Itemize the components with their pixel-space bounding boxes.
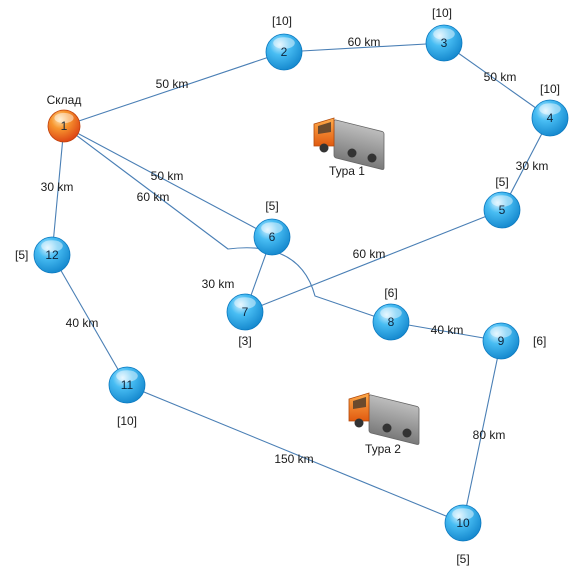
node-number: 9 xyxy=(498,334,505,348)
node-6: 6 xyxy=(253,218,291,256)
node-8: 8 xyxy=(372,303,410,341)
demand-label-9: [6] xyxy=(533,334,546,348)
edge-label-5-7: 60 km xyxy=(353,247,386,261)
edge-9-10 xyxy=(462,340,502,524)
edge-label-8-9: 40 km xyxy=(431,323,464,337)
node-circle xyxy=(372,303,410,341)
demand-label-7: [3] xyxy=(238,334,251,348)
depot-node: 1 xyxy=(47,109,81,143)
node-circle xyxy=(108,366,146,404)
tour-1-label: Тура 1 xyxy=(329,164,365,178)
node-number: 5 xyxy=(499,203,506,217)
demand-label-6: [5] xyxy=(265,199,278,213)
node-circle xyxy=(253,218,291,256)
edge-8-9 xyxy=(390,321,502,342)
node-number: 3 xyxy=(441,36,448,50)
node-circle xyxy=(482,322,520,360)
node-circle xyxy=(265,33,303,71)
demand-label-5: [5] xyxy=(495,175,508,189)
node-highlight xyxy=(539,103,561,115)
edge-12-1 xyxy=(51,125,65,256)
demand-label-10: [5] xyxy=(456,552,469,566)
node-highlight xyxy=(380,307,402,319)
node-circle xyxy=(33,236,71,274)
node-number: 12 xyxy=(45,248,59,262)
edge-2-3 xyxy=(283,42,445,53)
node-highlight xyxy=(234,297,256,309)
edge-label-10-11: 150 km xyxy=(274,452,313,466)
node-highlight xyxy=(116,370,138,382)
truck-icon xyxy=(348,392,420,445)
edge-6-1 xyxy=(63,125,273,238)
edge-label-3-4: 50 km xyxy=(484,70,517,84)
edge-5-7 xyxy=(244,209,503,313)
node-circle xyxy=(531,99,569,137)
edge-label-2-3: 60 km xyxy=(348,35,381,49)
edge-3-4 xyxy=(443,42,551,119)
truck-icon xyxy=(313,117,385,170)
node-highlight xyxy=(261,222,283,234)
node-number: 8 xyxy=(388,315,395,329)
edge-11-12 xyxy=(51,254,128,386)
edge-1-8 xyxy=(63,125,392,323)
tour-2-label: Тура 2 xyxy=(365,442,401,456)
demand-label-4: [10] xyxy=(540,82,560,96)
node-10: 10 xyxy=(444,504,482,542)
node-number: 2 xyxy=(281,45,288,59)
node-circle xyxy=(425,24,463,62)
edge-label-1-2: 50 km xyxy=(156,77,189,91)
node-circle xyxy=(226,293,264,331)
edge-label-12-1: 30 km xyxy=(41,180,74,194)
node-number: 11 xyxy=(121,378,134,392)
node-highlight xyxy=(41,240,63,252)
edge-1-2 xyxy=(63,51,285,127)
node-5: 5 xyxy=(483,191,521,229)
node-number: 1 xyxy=(61,119,68,133)
demand-label-11: [10] xyxy=(117,414,137,428)
demand-label-12: [5] xyxy=(15,248,28,262)
node-number: 4 xyxy=(547,111,554,125)
node-7: 7 xyxy=(226,293,264,331)
depot-label: Склад xyxy=(47,93,82,107)
node-circle xyxy=(47,109,81,143)
edge-label-1-8: 60 km xyxy=(137,190,170,204)
edge-10-11 xyxy=(126,384,464,524)
node-circle xyxy=(444,504,482,542)
demand-labels: [10] [10] [10] [5] [5] [3] [6] [6] [5] [10] [5] xyxy=(15,6,560,566)
node-3: 3 xyxy=(425,24,463,62)
node-highlight xyxy=(452,508,474,520)
node-highlight xyxy=(433,28,455,40)
node-number: 6 xyxy=(269,230,276,244)
node-number: 7 xyxy=(242,305,249,319)
node-12: 12 xyxy=(33,236,71,274)
edges xyxy=(51,42,551,524)
edge-label-6-1: 50 km xyxy=(151,169,184,183)
edge-label-4-5: 30 km xyxy=(516,159,549,173)
node-highlight xyxy=(491,195,513,207)
node-11: 11 xyxy=(108,366,146,404)
node-number: 10 xyxy=(456,516,470,530)
node-4: 4 xyxy=(531,99,569,137)
demand-label-2: [10] xyxy=(272,14,292,28)
edge-labels: 50 km 60 km 50 km 30 km 60 km 30 km 50 km 60 km… xyxy=(41,35,549,466)
demand-label-8: [6] xyxy=(384,286,397,300)
node-2: 2 xyxy=(265,33,303,71)
node-highlight xyxy=(54,112,74,124)
node-highlight xyxy=(490,326,512,338)
node-circle xyxy=(483,191,521,229)
demand-label-3: [10] xyxy=(432,6,452,20)
edge-label-11-12: 40 km xyxy=(66,316,99,330)
edge-label-7-6: 30 km xyxy=(202,277,235,291)
node-9: 9 xyxy=(482,322,520,360)
edge-label-9-10: 80 km xyxy=(473,428,506,442)
node-highlight xyxy=(273,37,295,49)
